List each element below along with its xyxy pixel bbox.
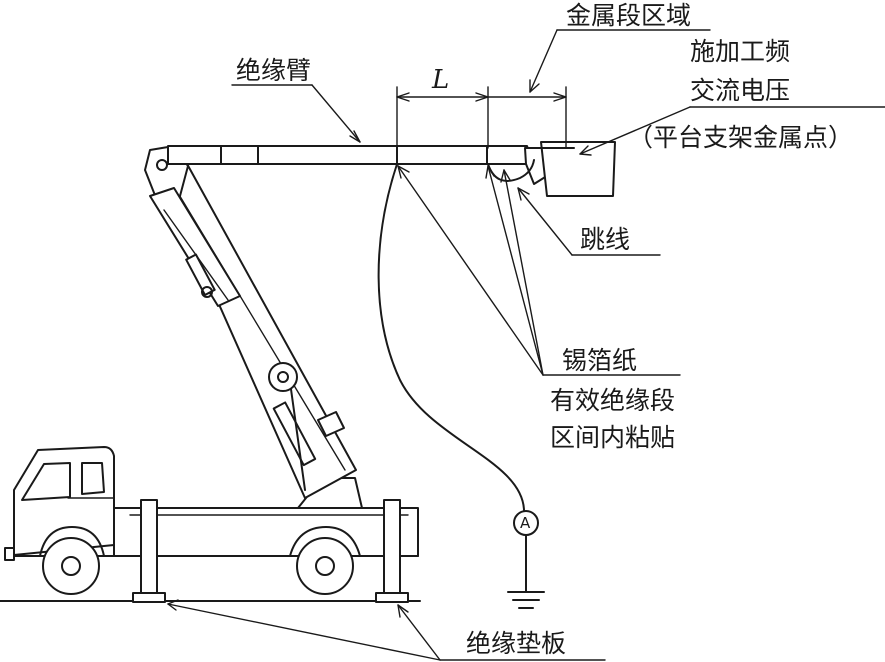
insulated-arm [167,145,530,165]
ammeter-label: A [520,514,531,532]
front-wheel [42,537,100,595]
boom-knuckle-link [144,145,241,307]
truck-bumper [4,547,15,561]
leader-lines [167,29,885,661]
lower-boom [161,161,357,499]
foil-note-label-line2: 区间内粘贴 [550,423,675,452]
foil-note-label-line1: 有效绝缘段 [550,386,675,415]
work-platform [487,141,616,197]
rear-wheel [296,537,354,595]
cab-window-side [81,462,105,495]
annotation-labels: 金属段区域 绝缘臂 施加工频 交流电压 （平台支架金属点） 跳线 锡箔纸 有效绝… [236,1,853,658]
outrigger-rear [375,499,409,603]
truck-cab [13,446,115,556]
applied-voltage-label-line2: 交流电压 [690,76,790,105]
cab-window-front [21,462,71,501]
outrigger-front [132,499,166,603]
jumper-label: 跳线 [580,225,630,254]
bucket-truck [4,446,419,603]
insulating-pad-label: 绝缘垫板 [466,629,566,658]
dimension-metal-zone [487,86,567,149]
insulated-arm-label: 绝缘臂 [236,56,311,85]
applied-voltage-label-line1: 施加工频 [690,37,790,66]
bucket [540,141,616,197]
metal-zone-label: 金属段区域 [566,1,691,30]
platform-metal-point-label: （平台支架金属点） [628,123,853,152]
ground-symbol-icon [507,591,545,609]
length-symbol-label: L [431,65,449,95]
tin-foil-label: 锡箔纸 [562,346,637,375]
leakage-current-circuit: A [377,163,545,609]
ammeter-icon: A [513,510,539,536]
dimension-L: L [396,65,489,149]
test-lead-wire [377,163,525,511]
